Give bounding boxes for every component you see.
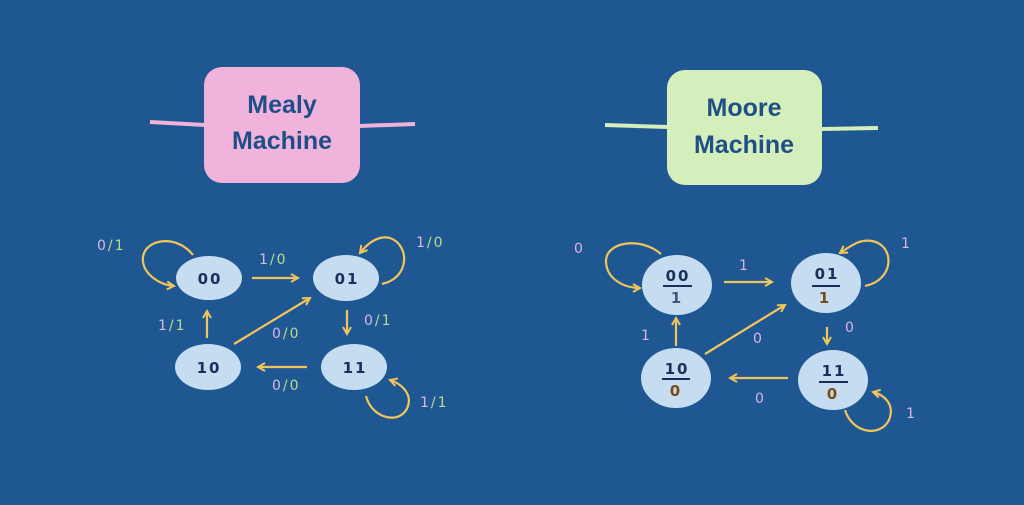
mealy-labels: 0/1 1/0 1/0 0/1 1/1 0/0 0/0 1/1 xyxy=(97,235,449,411)
moore-label-01-11: 0 xyxy=(845,320,856,336)
mealy-label-10-01: 0/0 xyxy=(272,326,301,342)
moore-state-output: 1 xyxy=(819,289,831,307)
mealy-arrow-11-self xyxy=(364,380,410,419)
moore-arrow-11-self xyxy=(843,392,892,432)
mealy-state-11: 11 xyxy=(321,344,387,390)
mealy-title-line1: Mealy xyxy=(247,91,317,119)
moore-label-00-01: 1 xyxy=(739,258,750,274)
moore-state-output: 0 xyxy=(670,382,682,400)
mealy-header: Mealy Machine xyxy=(149,67,416,183)
moore-state-label: 01 xyxy=(815,265,840,283)
moore-state-label: 10 xyxy=(665,360,690,378)
moore-arrow-10-01 xyxy=(704,305,785,355)
moore-label-11-10: 0 xyxy=(755,391,766,407)
moore-label-00-self: 0 xyxy=(574,241,585,257)
mealy-transitions xyxy=(141,236,410,419)
moore-header: Moore Machine xyxy=(604,70,879,185)
moore-title-line2: Machine xyxy=(694,131,794,159)
moore-labels: 0 1 1 0 1 0 0 1 xyxy=(574,236,917,422)
mealy-label-01-11: 0/1 xyxy=(364,313,393,329)
mealy-wire-left xyxy=(149,120,206,127)
moore-title-line1: Moore xyxy=(707,94,782,122)
moore-label-10-00: 1 xyxy=(641,328,652,344)
moore-state-label: 00 xyxy=(666,267,691,285)
moore-wire-left xyxy=(604,123,669,129)
moore-state-10: 100 xyxy=(641,348,711,408)
mealy-state-00: 00 xyxy=(176,256,242,300)
mealy-state-label: 01 xyxy=(335,270,360,288)
mealy-label-00-01: 1/0 xyxy=(259,252,288,268)
mealy-state-label: 11 xyxy=(343,359,368,377)
mealy-label-11-10: 0/0 xyxy=(272,378,301,394)
moore-state-11: 110 xyxy=(798,350,868,410)
mealy-box xyxy=(204,67,360,183)
mealy-wire-right xyxy=(358,122,416,128)
moore-transitions xyxy=(604,239,892,432)
mealy-title-line2: Machine xyxy=(232,127,332,155)
mealy-arrow-00-self xyxy=(141,240,194,286)
moore-arrow-00-self xyxy=(604,242,662,288)
mealy-arrow-01-self xyxy=(360,236,406,286)
mealy-state-01: 01 xyxy=(313,255,379,301)
moore-label-01-self: 1 xyxy=(901,236,912,252)
mealy-label-00-self: 0/1 xyxy=(97,238,126,254)
moore-state-00: 001 xyxy=(642,255,712,315)
moore-arrow-01-self xyxy=(840,239,890,288)
mealy-state-10: 10 xyxy=(175,344,241,390)
mealy-arrow-10-01 xyxy=(233,298,310,345)
moore-wire-right xyxy=(820,126,879,131)
mealy-label-01-self: 1/0 xyxy=(416,235,445,251)
mealy-label-10-00: 1/1 xyxy=(158,318,187,334)
mealy-state-label: 10 xyxy=(197,359,222,377)
moore-state-label: 11 xyxy=(822,362,847,380)
mealy-label-11-self: 1/1 xyxy=(420,395,449,411)
moore-state-01: 011 xyxy=(791,253,861,313)
moore-label-10-01: 0 xyxy=(753,331,764,347)
moore-state-output: 1 xyxy=(671,289,683,307)
moore-state-output: 0 xyxy=(827,385,839,403)
moore-box xyxy=(667,70,822,185)
moore-label-11-self: 1 xyxy=(906,406,917,422)
mealy-state-label: 00 xyxy=(198,270,223,288)
